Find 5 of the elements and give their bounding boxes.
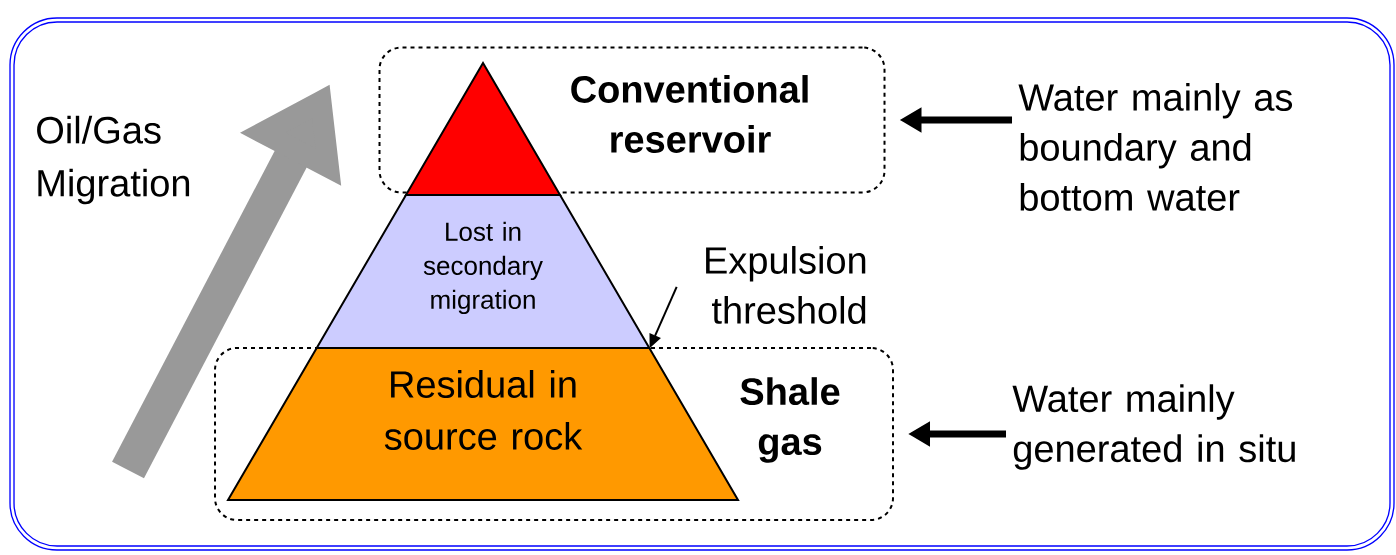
annotation-text: Water mainly as boundary and bottom water [1018, 83, 1293, 211]
annotation-text: Water mainly generated in situ [1012, 384, 1295, 470]
migration-label: Oil/Gas Migration [37, 115, 190, 205]
annotation-text: Expulsion threshold [706, 246, 866, 324]
dashed-box: Conventional reservoir [378, 46, 886, 194]
